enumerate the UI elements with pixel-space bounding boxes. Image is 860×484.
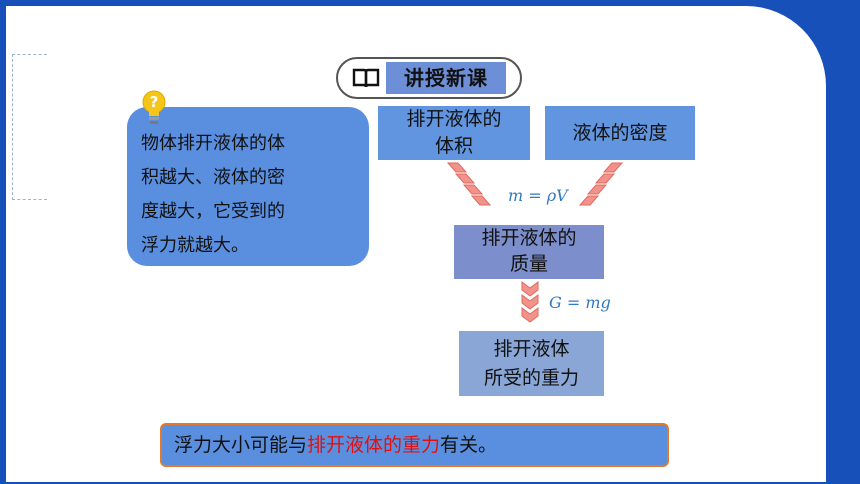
density-label: 液体的密度 xyxy=(572,122,668,144)
conclusion-suffix: 有关。 xyxy=(440,434,498,456)
conclusion-box: 浮力大小可能与排开液体的重力有关。 xyxy=(160,423,669,467)
chevron-arrow-right xyxy=(578,162,624,206)
bubble-line: 浮力就越大。 xyxy=(141,235,249,256)
gravity-line2: 所受的重力 xyxy=(483,367,579,389)
density-box: 液体的密度 xyxy=(545,106,695,160)
svg-text:?: ? xyxy=(150,93,159,111)
section-title: 讲授新课 xyxy=(386,62,506,94)
conclusion-highlight: 排开液体的重力 xyxy=(307,434,441,456)
book-icon xyxy=(352,68,380,88)
chevron-arrow-left xyxy=(446,162,492,206)
dashed-frame xyxy=(12,54,47,200)
gravity-line1: 排开液体 xyxy=(493,338,570,360)
formula-gravity: G = mg xyxy=(549,293,611,312)
volume-line2: 体积 xyxy=(434,135,473,157)
volume-box: 排开液体的 体积 xyxy=(378,106,530,160)
section-badge: 讲授新课 xyxy=(336,57,522,99)
volume-line1: 排开液体的 xyxy=(406,108,502,130)
bubble-line: 物体排开液体的体 xyxy=(141,133,285,154)
chevron-arrow-down xyxy=(521,281,539,323)
bubble-line: 度越大，它受到的 xyxy=(141,201,285,222)
bubble-line: 积越大、液体的密 xyxy=(141,167,285,188)
gravity-box: 排开液体 所受的重力 xyxy=(459,331,604,396)
formula-mass: m = ρV xyxy=(508,186,568,205)
mass-line1: 排开液体的 xyxy=(481,227,577,249)
mass-box: 排开液体的 质量 xyxy=(454,225,604,279)
question-bulb-icon: ? xyxy=(142,90,166,124)
hypothesis-bubble: 物体排开液体的体 积越大、液体的密 度越大，它受到的 浮力就越大。 xyxy=(127,107,369,266)
mass-line2: 质量 xyxy=(509,253,548,275)
conclusion-prefix: 浮力大小可能与 xyxy=(174,434,308,456)
